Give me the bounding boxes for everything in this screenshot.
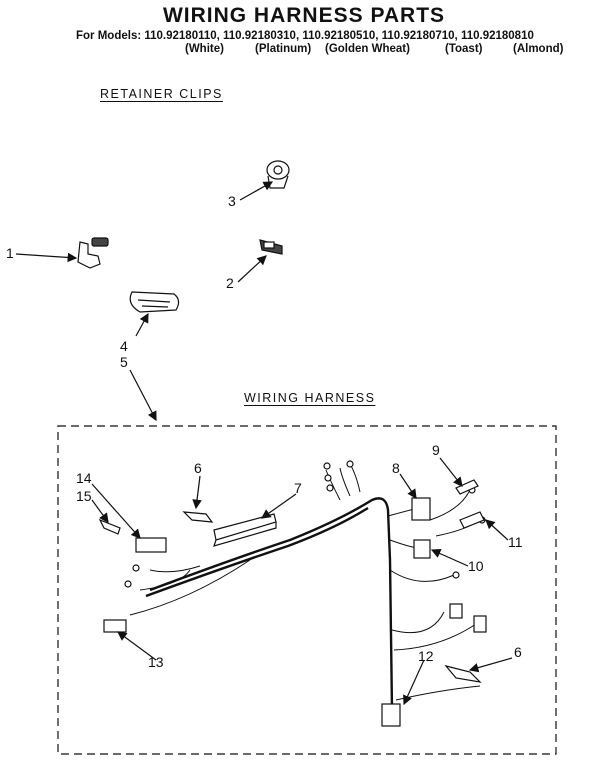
part-13-connector xyxy=(103,619,127,633)
callout-15: 15 xyxy=(76,488,92,504)
harness-branches xyxy=(129,463,481,701)
section-wiring-harness: WIRING HARNESS xyxy=(244,391,376,405)
part-6-left xyxy=(182,511,214,523)
models-line: For Models: 110.92180110, 110.92180310, … xyxy=(76,30,534,42)
callout-2: 2 xyxy=(226,275,234,291)
callout-7: 7 xyxy=(294,480,302,496)
color-white: (White) xyxy=(185,43,224,55)
callout-6-right: 6 xyxy=(514,644,522,660)
side-connector-b xyxy=(473,615,487,633)
part-11-terminal xyxy=(459,511,485,529)
part-15-terminal xyxy=(98,518,121,535)
page-title: WIRING HARNESS PARTS xyxy=(162,4,446,27)
color-golden-wheat: (Golden Wheat) xyxy=(325,43,410,55)
part-6-right xyxy=(444,664,482,683)
retainer-clip-3 xyxy=(266,160,290,189)
section-retainer-clips: RETAINER CLIPS xyxy=(100,87,223,101)
part-14-connector xyxy=(135,537,167,553)
callout-8: 8 xyxy=(392,460,400,476)
terminals xyxy=(124,460,486,588)
callout-6-left: 6 xyxy=(194,460,202,476)
part-8-connector xyxy=(411,497,431,521)
callout-14: 14 xyxy=(76,470,92,486)
color-toast: (Toast) xyxy=(445,43,483,55)
callout-10: 10 xyxy=(468,558,484,574)
callout-11: 11 xyxy=(508,534,523,550)
side-connector-a xyxy=(449,603,463,619)
harness-trunk xyxy=(145,497,394,711)
callout-12: 12 xyxy=(418,648,434,664)
callout-13: 13 xyxy=(148,654,164,670)
callout-3: 3 xyxy=(228,193,236,209)
color-platinum: (Platinum) xyxy=(255,43,312,55)
part-12-connector xyxy=(381,703,401,727)
callout-9: 9 xyxy=(432,442,440,458)
callout-1: 1 xyxy=(6,245,14,261)
color-almond: (Almond) xyxy=(513,43,564,55)
retainer-clip-2 xyxy=(259,239,283,255)
part-10-connector xyxy=(413,539,431,559)
retainer-clip-1 xyxy=(77,237,109,269)
part-7-block xyxy=(213,513,277,547)
part-9-terminal xyxy=(455,479,479,495)
callout-5: 5 xyxy=(120,354,128,370)
retainer-clip-4 xyxy=(129,291,180,313)
callout-4: 4 xyxy=(120,338,128,354)
